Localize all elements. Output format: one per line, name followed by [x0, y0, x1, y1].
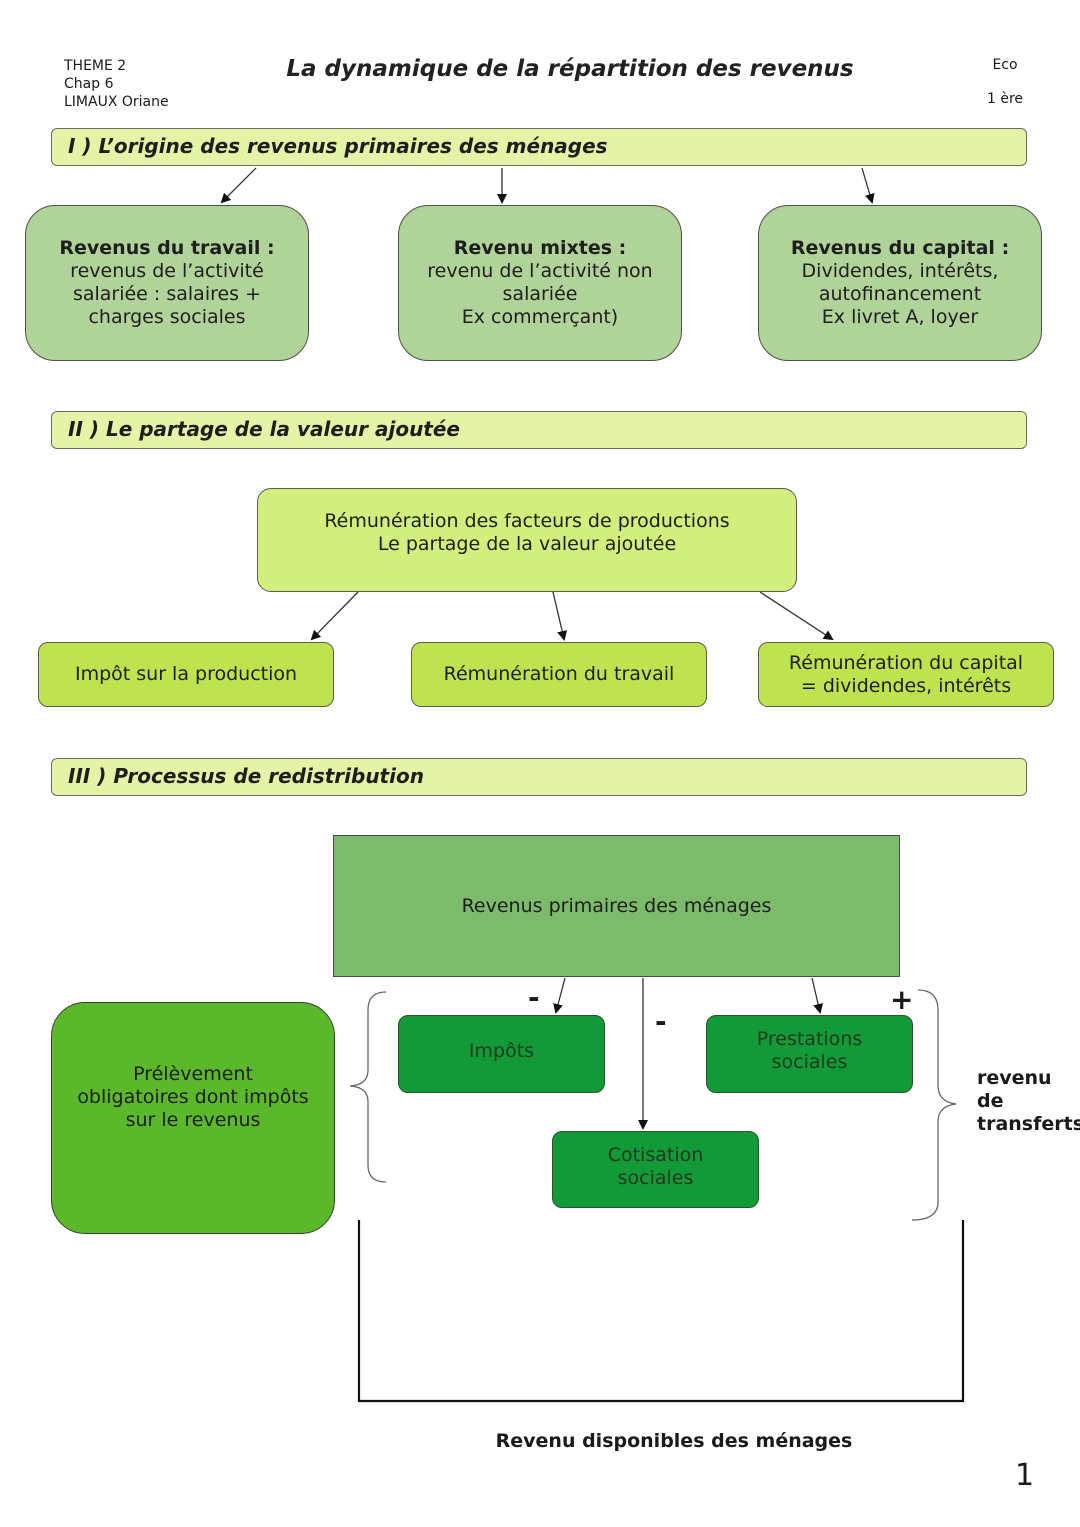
box-revenus-travail: Revenus du travail : revenus de l’activi… [25, 205, 309, 361]
transfer-line: revenu [977, 1067, 1052, 1089]
arrow-to-prestations [811, 977, 824, 1014]
box-revenus-mixtes: Revenu mixtes : revenu de l’activité non… [398, 205, 682, 361]
remuneration-capital-line: Rémunération du capital [788, 651, 1024, 674]
box-cotisation-sociales: Cotisation sociales [552, 1131, 759, 1208]
page-number: 1 [1015, 1458, 1035, 1493]
prestations-line: sociales [771, 1051, 848, 1073]
minus-sign-impots: - [528, 981, 540, 1014]
box-prelevement-obligatoires: Prélèvement obligatoires dont impôts sur… [51, 1002, 335, 1234]
right-brace [911, 989, 957, 1221]
remuneration-facteurs-line: Rémunération des facteurs de productions [324, 510, 730, 532]
arrow-to-capital [861, 167, 875, 204]
impot-production-label: Impôt sur la production [74, 663, 298, 685]
prelevement-line: obligatoires dont impôts [77, 1085, 309, 1108]
page-title: La dynamique de la répartition des reven… [286, 56, 854, 82]
box-revenus-primaires: Revenus primaires des ménages [333, 835, 900, 977]
box-revenus-mixtes-title: Revenu mixtes : [453, 237, 627, 259]
box-revenus-travail-line: charges sociales [88, 306, 246, 328]
header-level: 1 ère [986, 91, 1024, 107]
box-revenus-mixtes-line: salariée [502, 283, 578, 305]
section-1-heading: I ) L’origine des revenus primaires des … [51, 128, 1027, 166]
section-3-heading: III ) Processus de redistribution [51, 758, 1027, 796]
bottom-bracket [357, 1220, 965, 1403]
minus-sign-cotisation: - [655, 1005, 667, 1038]
arrow-to-remuneration-travail [552, 591, 568, 641]
cotisation-line: Cotisation [607, 1143, 704, 1166]
box-revenus-mixtes-line: revenu de l’activité non [427, 260, 653, 282]
box-impots: Impôts [398, 1015, 605, 1093]
revenu-disponible-label: Revenu disponibles des ménages [495, 1430, 853, 1452]
impots-label: Impôts [468, 1039, 535, 1062]
section-2-heading: II ) Le partage de la valeur ajoutée [51, 411, 1027, 449]
arrow-to-impot-production [310, 591, 359, 641]
remuneration-facteurs-line: Le partage de la valeur ajoutée [377, 533, 677, 555]
box-revenus-capital-line: autofinancement [818, 283, 982, 305]
header-chapter: Chap 6 [64, 76, 114, 92]
remuneration-capital-line: = dividendes, intérêts [800, 674, 1012, 697]
arrow-to-travail [220, 167, 257, 204]
box-revenus-capital-line: Ex livret A, loyer [821, 306, 979, 328]
transfer-line: transferts [977, 1113, 1080, 1135]
prestations-line: Prestations [756, 1028, 863, 1050]
revenus-primaires-label: Revenus primaires des ménages [461, 894, 772, 917]
box-revenus-capital-title: Revenus du capital : [790, 237, 1010, 259]
transfer-line: de [977, 1090, 1004, 1112]
header-info: THEME 2 Chap 6 LIMAUX Oriane [64, 57, 169, 111]
box-impot-production: Impôt sur la production [38, 642, 334, 707]
cotisation-line: sociales [617, 1166, 694, 1189]
box-revenus-mixtes-line: Ex commerçant) [461, 306, 619, 328]
arrow-to-impots [553, 977, 566, 1014]
box-remuneration-facteurs: Rémunération des facteurs de productions… [257, 488, 797, 592]
box-revenus-capital-line: Dividendes, intérêts, [801, 260, 999, 282]
box-revenus-travail-line: revenus de l’activité [70, 260, 264, 282]
plus-sign-prestations: + [890, 983, 914, 1016]
box-revenus-capital: Revenus du capital : Dividendes, intérêt… [758, 205, 1042, 361]
box-remuneration-travail: Rémunération du travail [411, 642, 707, 707]
header-theme: THEME 2 [64, 58, 127, 74]
box-revenus-travail-line: salariée : salaires + [72, 283, 262, 305]
box-prestations-sociales: Prestations sociales [706, 1015, 913, 1093]
prelevement-line: Prélèvement [133, 1062, 253, 1085]
arrow-to-remuneration-capital [759, 591, 834, 641]
revenu-transferts-label: revenu de transferts [977, 1067, 1080, 1136]
box-remuneration-capital: Rémunération du capital = dividendes, in… [758, 642, 1054, 707]
header-author: LIMAUX Oriane [64, 94, 169, 110]
header-subject: Eco [992, 57, 1018, 73]
left-brace [349, 991, 387, 1183]
remuneration-travail-label: Rémunération du travail [443, 663, 675, 685]
prelevement-line: sur le revenus [125, 1108, 261, 1131]
box-revenus-travail-title: Revenus du travail : [59, 237, 275, 259]
